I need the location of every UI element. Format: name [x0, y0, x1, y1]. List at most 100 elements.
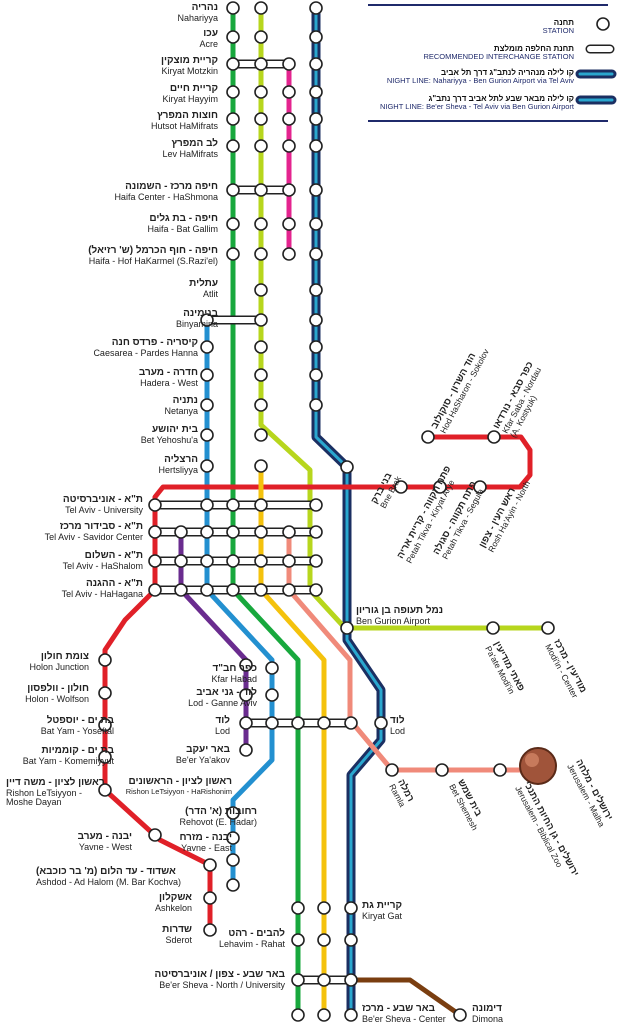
station-marker-night	[309, 112, 323, 126]
station-en: Bat Yam - Komemiyyut	[22, 755, 114, 766]
station-marker-magenta	[282, 183, 296, 197]
station-marker-night	[309, 183, 323, 197]
station-en: Kiryat Motzkin	[161, 65, 218, 76]
legend-night1-he: קו לילה מנהריה לנתב"ג דרך תל אביב	[441, 68, 574, 77]
station-he: נתניה	[172, 395, 198, 406]
station-en: Be'er Ya'akov	[175, 754, 230, 765]
station-marker-magenta	[282, 139, 296, 153]
station-en: Tel Aviv - University	[65, 504, 143, 515]
station-en: Sderot	[165, 934, 192, 945]
station-marker-tlv	[309, 525, 323, 539]
station-marker-night	[309, 398, 323, 412]
station-marker-tlv	[254, 498, 268, 512]
station-marker-blue	[265, 716, 279, 730]
station-he: יבנה - מערב	[77, 831, 132, 842]
station-marker-magenta	[282, 112, 296, 126]
station-he: חיפה - חוף הכרמל (ש' רזיאל)	[88, 245, 218, 256]
station-marker-south	[317, 1008, 331, 1022]
station-he: בת ים - קוממיות	[41, 745, 114, 756]
station-en: Caesarea - Pardes Hanna	[93, 347, 198, 358]
station-marker-tlv	[282, 583, 296, 597]
station-marker-green	[226, 85, 240, 99]
station-he: חולון - וולפסון	[27, 683, 89, 694]
station-label-ashdod: אשדוד - עד הלום (מ' בר כוכבא)Ashdod - Ad…	[36, 866, 182, 887]
station-marker-night	[309, 368, 323, 382]
station-he: אשקלון	[159, 892, 192, 903]
station-en2: Moshe Dayan	[6, 796, 62, 807]
station-marker-south	[291, 901, 305, 915]
station-en: Hadera - West	[140, 377, 198, 388]
station-en: Rishon LeTsiyyon -	[6, 787, 83, 798]
station-en: Nahariyya	[177, 12, 218, 23]
station-he: ראשון לציון - משה דיין	[6, 777, 105, 788]
station-marker-lod	[374, 716, 388, 730]
station-he: ת"א - השלום	[84, 550, 143, 561]
station-marker-south	[291, 1008, 305, 1022]
station-marker-blue	[200, 459, 214, 473]
station-marker-south	[344, 1008, 358, 1022]
station-en: Holon Junction	[29, 661, 89, 672]
station-marker-red	[394, 480, 408, 494]
station-en: Tel Aviv - Savidor Center	[44, 531, 143, 542]
station-en: Binyamina	[175, 318, 218, 329]
station-marker-red	[98, 783, 112, 797]
station-marker-tlv	[200, 554, 214, 568]
station-marker-blue	[200, 428, 214, 442]
station-he: ת"א - סבידור מרכז	[59, 521, 143, 532]
station-he: קריית גת	[362, 900, 403, 911]
station-marker-tlv	[282, 525, 296, 539]
jerusalem-zoo-photo	[519, 747, 557, 785]
station-he: בית יהושע	[151, 424, 198, 435]
legend-station-symbol	[596, 17, 610, 31]
station-marker-tlv	[174, 583, 188, 597]
station-he: ת"א - ההגנה	[85, 578, 143, 589]
station-en: Holon - Wolfson	[25, 693, 89, 704]
station-he: באר יעקב	[186, 744, 230, 755]
station-marker-night	[309, 57, 323, 71]
station-marker-red	[148, 828, 162, 842]
station-he: עתלית	[189, 278, 218, 289]
station-marker-tlv	[282, 554, 296, 568]
legend-station-he: תחנה	[553, 18, 574, 27]
station-marker-green	[226, 30, 240, 44]
station-he: נהריה	[191, 2, 218, 13]
station-he: חיפה - בת גלים	[149, 213, 218, 224]
station-marker-lime	[254, 112, 268, 126]
station-en: Kfar Habad	[211, 673, 257, 684]
station-marker-tlv	[200, 498, 214, 512]
line-brown	[348, 977, 463, 1018]
station-marker-tlv	[309, 583, 323, 597]
station-en: Kiryat Gat	[362, 910, 403, 921]
station-en: Bet Yehoshu'a	[140, 434, 198, 445]
station-en: Lod - Ganne Aviv	[188, 697, 257, 708]
station-en: Bat Yam - Yoseftal	[40, 725, 114, 736]
station-en: Ashdod - Ad Halom (M. Bar Kochva)	[36, 876, 182, 887]
station-marker-lod	[344, 716, 358, 730]
station-he: חדרה - מערב	[138, 367, 198, 378]
station-he: ת"א - אוניברסיטה	[62, 494, 143, 505]
station-marker-tlv	[148, 498, 162, 512]
station-marker-red	[98, 686, 112, 700]
station-he: עכו	[203, 28, 218, 39]
station-marker-red	[203, 891, 217, 905]
station-marker-lod	[317, 716, 331, 730]
station-marker-blue	[226, 878, 240, 892]
station-en: Hertsliyya	[158, 464, 198, 475]
station-he: לב המפרץ	[171, 138, 218, 149]
station-he: אשדוד - עד הלום (מ' בר כוכבא)	[36, 866, 176, 877]
station-marker-south	[317, 933, 331, 947]
station-marker-night	[309, 283, 323, 297]
